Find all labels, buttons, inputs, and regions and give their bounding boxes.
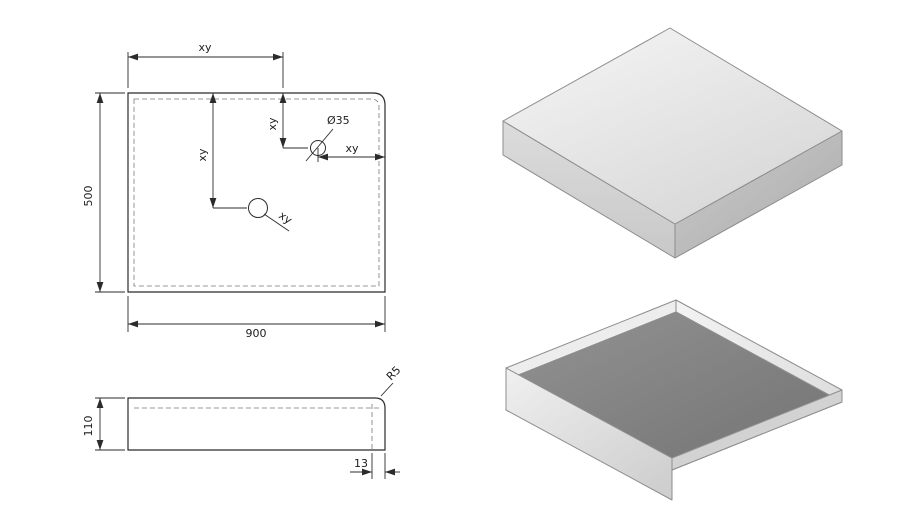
dim-apron-label: 13	[354, 457, 368, 470]
dim-offset-top: xy	[127, 41, 284, 88]
top-view	[127, 92, 386, 293]
callout-hole-diameter: Ø35	[305, 114, 350, 162]
iso-underside-face	[505, 311, 843, 471]
dim-height-110: 110	[82, 397, 125, 451]
drain-hole	[248, 198, 268, 218]
hole-diameter-label: Ø35	[327, 114, 350, 127]
dim-hole-from-top: xy	[266, 93, 308, 149]
dim-hole2-from-top: xy	[196, 93, 247, 209]
iso-apron-face	[505, 367, 673, 501]
dim-apron-13: 13	[350, 453, 400, 479]
dim-side-height-label: 110	[82, 416, 95, 437]
radius-label: R5	[384, 364, 404, 384]
dim-height-500: 500	[82, 92, 125, 293]
iso-view-underside	[505, 299, 843, 501]
dim-hole2-from-top-label: xy	[196, 148, 209, 162]
dim-height-label: 500	[82, 186, 95, 207]
dim-hole-from-top-label: xy	[266, 117, 279, 131]
dim-hole-from-right-label: xy	[345, 142, 359, 155]
side-view-outline	[127, 397, 386, 451]
dim-width-900: 900	[127, 296, 386, 340]
iso-top-top-face	[502, 27, 843, 225]
dim-width-label: 900	[246, 327, 267, 340]
top-view-hidden-edge	[133, 98, 380, 287]
callout-radius: R5	[380, 364, 404, 397]
side-view	[127, 397, 386, 451]
dim-hole-from-right: xy	[317, 142, 385, 162]
dim-offset-top-label: xy	[198, 41, 212, 54]
iso-view-top	[502, 27, 843, 259]
